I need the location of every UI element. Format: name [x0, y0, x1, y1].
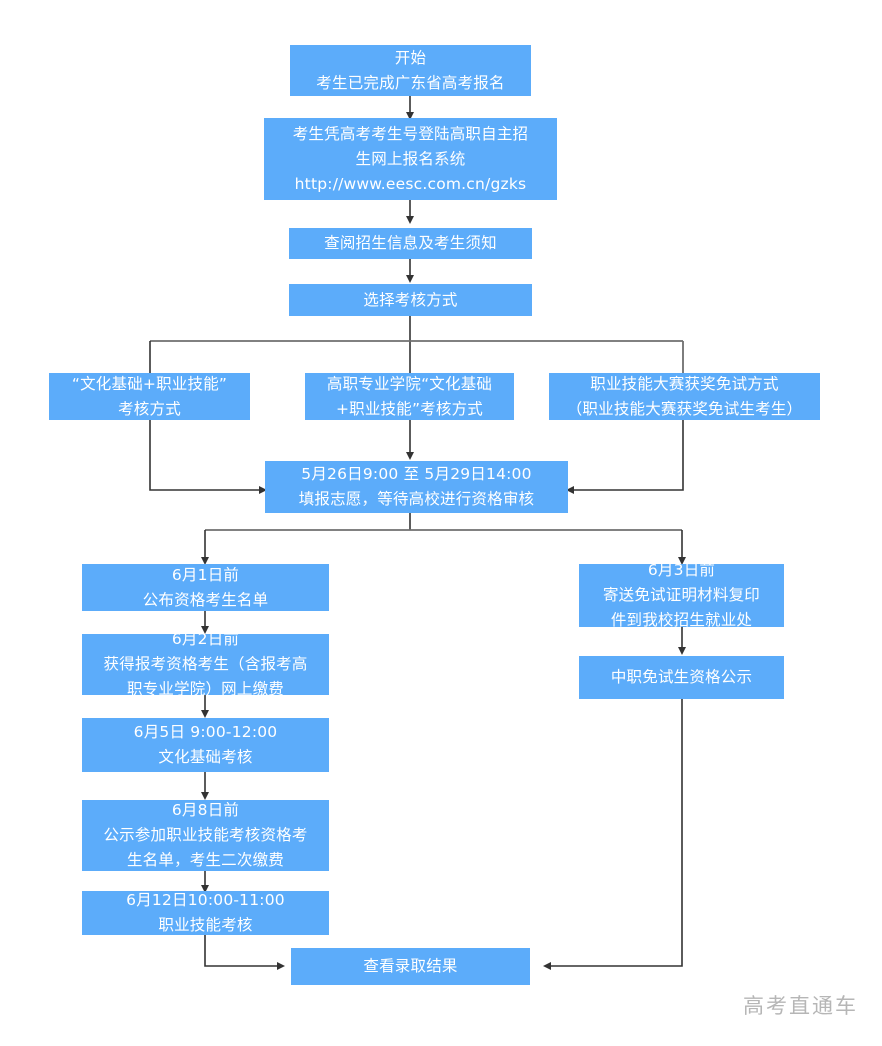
node-view-result-label: 查看录取结果: [363, 957, 458, 975]
node-register-system-label: 考生凭高考考生号登陆高职自主招 生网上报名系统 http://www.eesc.…: [292, 124, 529, 193]
node-skill-exam-label: 6月12日10:00-11:00 职业技能考核: [126, 891, 285, 934]
node-choose-mode-label: 选择考核方式: [363, 290, 458, 309]
node-online-payment-label: 6月2日前 获得报考资格考生（含报考高 职专业学院）网上缴费: [103, 630, 308, 698]
node-mail-materials-label: 6月3日前 寄送免试证明材料复印 件到我校招生就业处: [602, 561, 760, 629]
node-branch-right-label: 职业技能大赛获奖免试方式 （职业技能大赛获奖免试生考生）: [566, 374, 803, 418]
watermark: 高考直通车: [743, 990, 858, 1020]
node-branch-left-label: “文化基础+职业技能” 考核方式: [71, 374, 228, 418]
node-start[interactable]: 开始 考生已完成广东省高考报名: [290, 45, 531, 96]
node-skill-exam[interactable]: 6月12日10:00-11:00 职业技能考核: [82, 891, 329, 935]
node-exemption-notice[interactable]: 中职免试生资格公示: [579, 656, 784, 699]
node-choose-mode[interactable]: 选择考核方式: [289, 284, 532, 316]
node-read-info-label: 查阅招生信息及考生须知: [324, 234, 497, 252]
node-publish-skill-list[interactable]: 6月8日前 公示参加职业技能考核资格考 生名单，考生二次缴费: [82, 800, 329, 871]
node-publish-list-label: 6月1日前 公布资格考生名单: [142, 565, 269, 609]
node-view-result[interactable]: 查看录取结果: [291, 948, 530, 985]
node-mail-materials[interactable]: 6月3日前 寄送免试证明材料复印 件到我校招生就业处: [579, 561, 784, 629]
node-register-system[interactable]: 考生凭高考考生号登陆高职自主招 生网上报名系统 http://www.eesc.…: [264, 118, 557, 200]
node-branch-right[interactable]: 职业技能大赛获奖免试方式 （职业技能大赛获奖免试生考生）: [549, 373, 820, 420]
node-start-label: 开始 考生已完成广东省高考报名: [316, 48, 505, 92]
node-fill-volunteer-label: 5月26日9:00 至 5月29日14:00 填报志愿，等待高校进行资格审核: [298, 465, 535, 508]
node-branch-middle[interactable]: 高职专业学院“文化基础 +职业技能”考核方式: [305, 373, 514, 420]
node-publish-list[interactable]: 6月1日前 公布资格考生名单: [82, 564, 329, 611]
node-culture-exam[interactable]: 6月5日 9:00-12:00 文化基础考核: [82, 718, 329, 772]
node-read-info[interactable]: 查阅招生信息及考生须知: [289, 228, 532, 259]
node-exemption-notice-label: 中职免试生资格公示: [610, 668, 753, 686]
node-online-payment[interactable]: 6月2日前 获得报考资格考生（含报考高 职专业学院）网上缴费: [82, 630, 329, 698]
node-branch-left[interactable]: “文化基础+职业技能” 考核方式: [49, 373, 250, 420]
node-branch-middle-label: 高职专业学院“文化基础 +职业技能”考核方式: [326, 374, 493, 418]
node-fill-volunteer[interactable]: 5月26日9:00 至 5月29日14:00 填报志愿，等待高校进行资格审核: [265, 461, 568, 513]
node-publish-skill-list-label: 6月8日前 公示参加职业技能考核资格考 生名单，考生二次缴费: [103, 801, 308, 869]
watermark-label: 高考直通车: [743, 994, 858, 1018]
node-culture-exam-label: 6月5日 9:00-12:00 文化基础考核: [133, 723, 278, 766]
